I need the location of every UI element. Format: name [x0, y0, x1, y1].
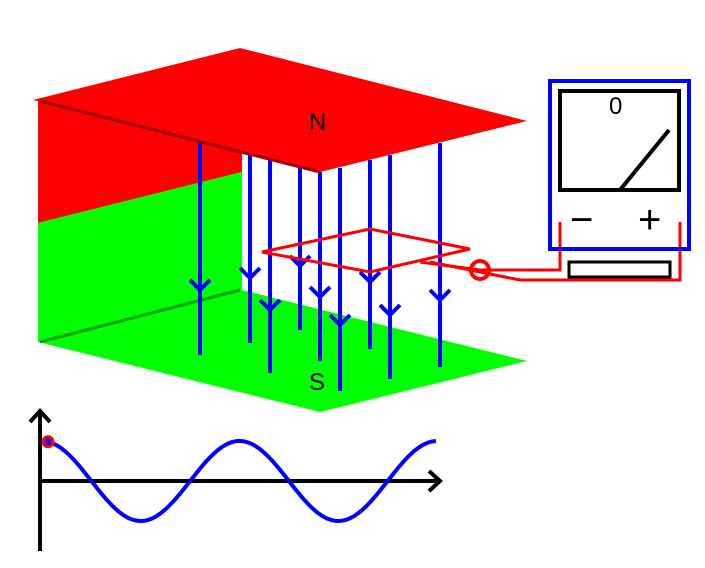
wire-connector[interactable] — [469, 259, 491, 281]
south-label: S — [309, 369, 325, 396]
south-edge — [39, 288, 241, 344]
x-axis-arrow-icon — [427, 469, 443, 493]
minus-terminal-label: − — [570, 198, 593, 242]
north-pole-face — [33, 48, 527, 172]
conducting-loop[interactable] — [261, 227, 471, 274]
magnet-back-wall-north — [38, 100, 242, 223]
current-time-marker — [41, 435, 55, 449]
emf-curve — [41, 439, 437, 524]
field-arrow-icon — [238, 266, 262, 281]
field-arrow-icon — [188, 278, 212, 293]
north-edge — [39, 99, 321, 174]
field-arrow-icon — [258, 298, 282, 313]
meter-frame — [548, 79, 691, 251]
field-arrow-icon — [378, 303, 402, 318]
north-label: N — [309, 109, 326, 136]
resistor — [567, 260, 672, 279]
field-arrow-icon — [308, 285, 332, 300]
meter-reading: 0 — [609, 93, 622, 120]
magnet-back-wall-south — [38, 172, 242, 342]
field-arrow-icon — [428, 288, 452, 303]
y-axis-arrow-icon — [28, 408, 52, 424]
meter-needle — [618, 128, 671, 192]
south-pole-face — [38, 290, 527, 412]
plus-terminal-label: + — [638, 198, 661, 242]
field-arrow-icon — [358, 270, 382, 285]
field-arrow-icon — [328, 313, 352, 328]
